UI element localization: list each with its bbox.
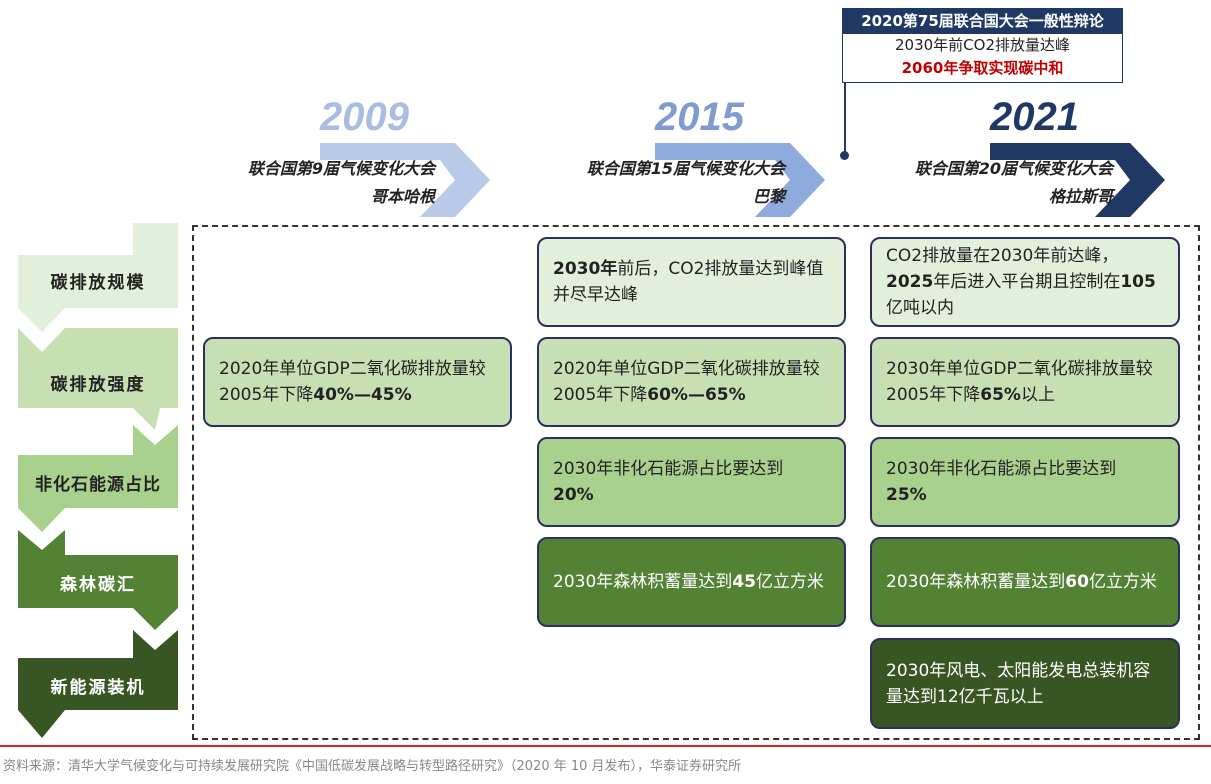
category-non-fossil-share: 非化石能源占比 — [35, 474, 161, 495]
conference-2015: 联合国第15届气候变化大会巴黎 — [586, 159, 785, 206]
year-2015: 2015 — [655, 95, 744, 139]
callout-title: 2020第75届联合国大会一般性辩论 — [843, 9, 1122, 34]
category-arrows — [18, 223, 178, 738]
chevron-2021 — [990, 143, 1165, 217]
dashed-frame — [192, 225, 1200, 740]
cell-2021-scale: CO2排放量在2030年前达峰，2025年后进入平台期且控制在105亿吨以内 — [870, 237, 1180, 327]
footer-divider — [0, 745, 1211, 747]
cell-2015-scale: 2030年前后，CO2排放量达到峰值并尽早达峰 — [537, 237, 846, 327]
callout-line1: 2030年前CO2排放量达峰 — [895, 36, 1070, 54]
cell-2021-forest: 2030年森林积蓄量达到60亿立方米 — [870, 537, 1180, 627]
callout-box: 2020第75届联合国大会一般性辩论 2030年前CO2排放量达峰 2060年争… — [842, 8, 1123, 83]
category-carbon-scale: 碳排放规模 — [50, 272, 146, 293]
year-2021: 2021 — [990, 95, 1079, 139]
cell-2009-intensity: 2020年单位GDP二氧化碳排放量较2005年下降40%—45% — [203, 337, 512, 427]
year-2009: 2009 — [320, 95, 409, 139]
conference-2009: 联合国第9届气候变化大会哥本哈根 — [247, 159, 435, 206]
chevron-2015 — [655, 143, 825, 217]
cell-2015-intensity: 2020年单位GDP二氧化碳排放量较2005年下降60%—65% — [537, 337, 846, 427]
category-new-energy: 新能源装机 — [50, 677, 146, 698]
cell-2021-new-energy: 2030年风电、太阳能发电总装机容量达到12亿千瓦以上 — [870, 638, 1180, 729]
callout-dot — [840, 151, 849, 160]
cell-2021-intensity: 2030年单位GDP二氧化碳排放量较2005年下降65%以上 — [870, 337, 1180, 427]
category-carbon-intensity: 碳排放强度 — [50, 374, 146, 395]
source-note: 资料来源：清华大学气候变化与可持续发展研究院《中国低碳发展战略与转型路径研究》（… — [3, 759, 742, 774]
cell-2015-forest: 2030年森林积蓄量达到45亿立方米 — [537, 537, 846, 627]
chevron-2009 — [320, 143, 490, 217]
callout-connector — [844, 83, 846, 155]
conference-2021: 联合国第20届气候变化大会格拉斯哥 — [914, 159, 1113, 206]
category-forest-sink: 森林碳汇 — [60, 574, 136, 595]
timeline-chevrons — [320, 143, 1165, 217]
callout-line2: 2060年争取实现碳中和 — [901, 59, 1064, 77]
